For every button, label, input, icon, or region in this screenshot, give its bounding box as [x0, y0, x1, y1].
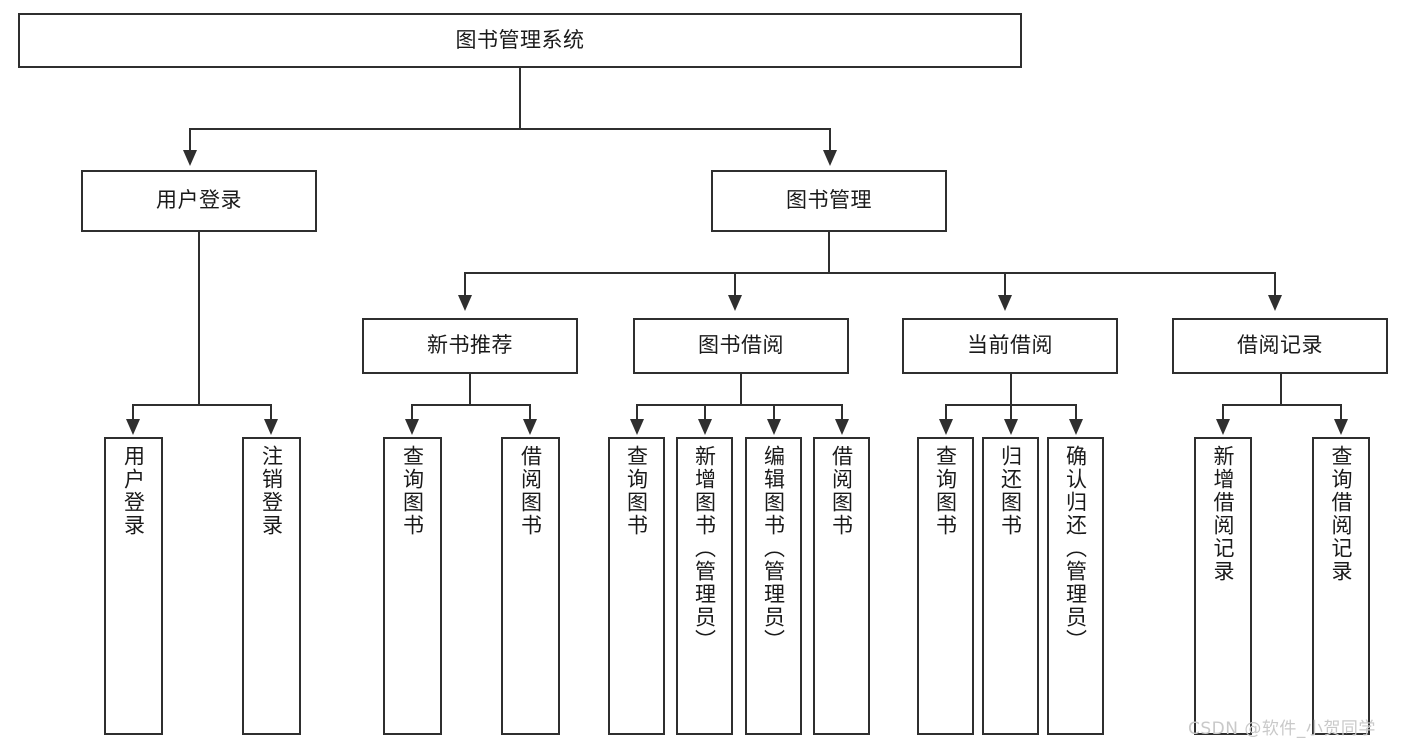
leaf-br-add-record[interactable]: 新增借阅记录 [1194, 437, 1252, 735]
connector-book-borrow-stem [740, 374, 742, 405]
connector-drop-cb-confirm [1075, 404, 1077, 422]
node-label: 查询图书 [400, 445, 425, 537]
arrowhead-borrow-record [1268, 295, 1282, 311]
arrowhead-new-book [458, 295, 472, 311]
connector-drop-cb-return [1010, 404, 1012, 422]
leaf-cb-query-book[interactable]: 查询图书 [917, 437, 974, 735]
connector-drop-bb-query [636, 404, 638, 422]
leaf-bb-add-book-admin[interactable]: 新增图书（管理员） [676, 437, 733, 735]
connector-drop-br-add [1222, 404, 1224, 422]
arrowhead-bb-query [630, 419, 644, 435]
connector-drop-borrow-record [1274, 272, 1276, 298]
node-book-management[interactable]: 图书管理 [711, 170, 947, 232]
connector-drop-user-login [189, 128, 191, 154]
node-book-borrow[interactable]: 图书借阅 [633, 318, 849, 374]
arrowhead-br-query [1334, 419, 1348, 435]
connector-drop-book-borrow [734, 272, 736, 298]
node-label: 用户登录 [156, 188, 242, 213]
node-label: 图书管理系统 [455, 27, 585, 52]
node-label: 当前借阅 [967, 333, 1053, 358]
node-label: 查询图书 [933, 445, 958, 537]
connector-drop-bb-edit [773, 404, 775, 422]
arrowhead-br-add [1216, 419, 1230, 435]
connector-drop-bb-add [704, 404, 706, 422]
leaf-br-query-record[interactable]: 查询借阅记录 [1312, 437, 1370, 735]
node-label: 新增图书（管理员） [692, 445, 717, 652]
connector-book-borrow-bus [636, 404, 842, 406]
leaf-cb-return-book[interactable]: 归还图书 [982, 437, 1039, 735]
connector-drop-new-book [464, 272, 466, 298]
connector-root-bus [189, 128, 831, 130]
leaf-bb-borrow-book[interactable]: 借阅图书 [813, 437, 870, 735]
node-label: 借阅记录 [1237, 333, 1323, 358]
connector-drop-bb-lend [841, 404, 843, 422]
node-current-borrow[interactable]: 当前借阅 [902, 318, 1118, 374]
node-label: 借阅图书 [829, 445, 854, 537]
arrowhead-cb-query [939, 419, 953, 435]
leaf-logout[interactable]: 注销登录 [242, 437, 301, 735]
node-label: 借阅图书 [518, 445, 543, 537]
connector-drop-current-borrow [1004, 272, 1006, 298]
node-root-system[interactable]: 图书管理系统 [18, 13, 1022, 68]
node-label: 编辑图书（管理员） [761, 445, 786, 652]
arrowhead-bb-edit [767, 419, 781, 435]
node-label: 图书管理 [786, 188, 872, 213]
leaf-bb-query-book[interactable]: 查询图书 [608, 437, 665, 735]
node-borrow-record[interactable]: 借阅记录 [1172, 318, 1388, 374]
node-label: 查询借阅记录 [1329, 445, 1354, 583]
node-label: 新书推荐 [427, 333, 513, 358]
connector-drop-book-manage [829, 128, 831, 154]
connector-drop-leaf-user-login [132, 404, 134, 422]
arrowhead-cb-return [1004, 419, 1018, 435]
leaf-bb-edit-book-admin[interactable]: 编辑图书（管理员） [745, 437, 802, 735]
connector-drop-nb-borrow [529, 404, 531, 422]
node-label: 新增借阅记录 [1211, 445, 1236, 583]
connector-level3-bus [464, 272, 1276, 274]
connector-drop-nb-query [411, 404, 413, 422]
connector-borrow-record-stem [1280, 374, 1282, 405]
node-label: 归还图书 [998, 445, 1023, 537]
connector-user-login-bus [132, 404, 272, 406]
leaf-nb-query-book[interactable]: 查询图书 [383, 437, 442, 735]
node-label: 用户登录 [121, 445, 146, 537]
node-label: 图书借阅 [698, 333, 784, 358]
node-user-login[interactable]: 用户登录 [81, 170, 317, 232]
leaf-user-login[interactable]: 用户登录 [104, 437, 163, 735]
connector-drop-leaf-logout [270, 404, 272, 422]
connector-borrow-record-bus [1222, 404, 1342, 406]
arrowhead-nb-borrow [523, 419, 537, 435]
arrowhead-nb-query [405, 419, 419, 435]
connector-book-manage-stem [828, 232, 830, 273]
arrowhead-current-borrow [998, 295, 1012, 311]
arrowhead-bb-add [698, 419, 712, 435]
node-label: 注销登录 [259, 445, 284, 537]
leaf-nb-borrow-book[interactable]: 借阅图书 [501, 437, 560, 735]
arrowhead-user-login [183, 150, 197, 166]
node-label: 查询图书 [624, 445, 649, 537]
arrowhead-bb-lend [835, 419, 849, 435]
connector-drop-br-query [1340, 404, 1342, 422]
connector-root-stem [519, 68, 521, 129]
arrowhead-leaf-user-login [126, 419, 140, 435]
connector-new-book-bus [411, 404, 531, 406]
arrowhead-book-borrow [728, 295, 742, 311]
connector-user-login-stem [198, 232, 200, 405]
arrowhead-cb-confirm [1069, 419, 1083, 435]
arrowhead-leaf-logout [264, 419, 278, 435]
arrowhead-book-manage [823, 150, 837, 166]
leaf-cb-confirm-return-admin[interactable]: 确认归还（管理员） [1047, 437, 1104, 735]
node-new-book-recommend[interactable]: 新书推荐 [362, 318, 578, 374]
connector-new-book-stem [469, 374, 471, 405]
connector-current-borrow-stem [1010, 374, 1012, 405]
connector-drop-cb-query [945, 404, 947, 422]
node-label: 确认归还（管理员） [1063, 445, 1088, 652]
